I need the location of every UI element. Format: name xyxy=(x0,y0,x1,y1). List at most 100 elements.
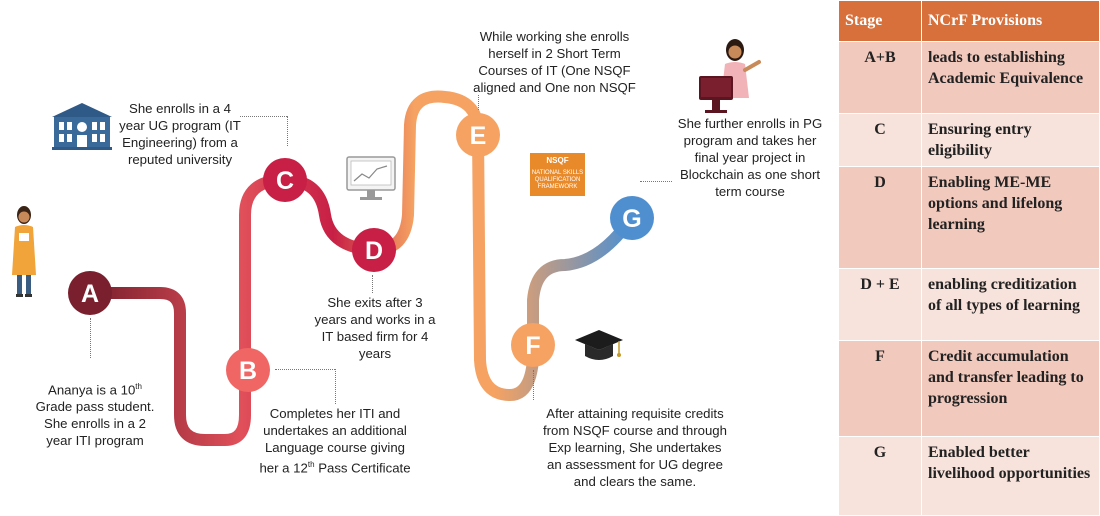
connector-c-h xyxy=(240,116,287,117)
caption-b: Completes her ITI and undertakes an addi… xyxy=(245,405,425,476)
caption-f-line3: Exp learning, She undertakes xyxy=(548,440,722,455)
caption-d-line3: IT based firm for 4 xyxy=(321,329,429,344)
caption-a: Ananya is a 10th Grade pass student. She… xyxy=(30,378,160,449)
row-stage: F xyxy=(838,340,922,437)
caption-c: She enrolls in a 4 year UG program (IT E… xyxy=(115,100,245,168)
nsqf-title: NSQF xyxy=(546,156,569,165)
node-circle xyxy=(263,158,307,202)
monitor-chart-icon xyxy=(346,156,396,200)
caption-d-line2: years and works in a xyxy=(314,312,436,327)
row-provision: Ensuring entry eligibility xyxy=(921,113,1100,167)
row-stage: G xyxy=(838,436,922,516)
nsqf-line-3: QUALIFICATION xyxy=(534,177,581,183)
caption-b-line4a: her a 12 xyxy=(259,460,308,476)
nsqf-line-4: FRAMEWORK xyxy=(537,184,578,190)
caption-f-line5: and clears the same. xyxy=(573,474,697,489)
node-a: A xyxy=(68,271,112,315)
row-stage: A+B xyxy=(838,41,922,114)
caption-a-line2: Grade pass student. xyxy=(35,399,155,415)
node-e: E xyxy=(456,113,500,157)
caption-g-line1: She further enrolls in PG xyxy=(677,116,823,131)
node-g: G xyxy=(610,196,654,240)
connector-b-h xyxy=(275,369,335,370)
university-building-icon xyxy=(52,103,112,150)
journey-path-diagram: A B C D E F G xyxy=(12,39,761,446)
row-provision: Credit accumulation and transfer leading… xyxy=(921,340,1100,437)
caption-e-line2: herself in 2 Short Term xyxy=(488,46,621,61)
ncrf-provisions-table: Stage NCrF Provisions A+B leads to estab… xyxy=(838,0,1100,516)
node-f: F xyxy=(511,323,555,367)
connector-g xyxy=(640,181,672,182)
caption-f-line1: After attaining requisite credits xyxy=(546,406,724,421)
caption-b-line2: undertakes an additional xyxy=(263,423,407,438)
connector-f xyxy=(533,370,534,400)
caption-f-line2: from NSQF course and through xyxy=(543,423,727,438)
student-girl-icon xyxy=(12,206,36,297)
caption-f: After attaining requisite credits from N… xyxy=(535,405,735,490)
row-provision: enabling creditization of all types of l… xyxy=(921,268,1100,341)
table-row: A+B leads to establishing Academic Equiv… xyxy=(838,41,1100,114)
node-letter: G xyxy=(622,205,641,233)
connector-a xyxy=(90,318,91,358)
caption-g-line2: program and takes her xyxy=(683,133,817,148)
table-row: D Enabling ME-ME options and lifelong le… xyxy=(838,166,1100,269)
connector-c-v xyxy=(287,116,288,146)
connector-d xyxy=(372,275,373,293)
caption-b-sup: th xyxy=(307,460,315,469)
caption-a-line4: year ITI program xyxy=(46,433,144,449)
table-row: G Enabled better livelihood opportunitie… xyxy=(838,436,1100,516)
teacher-woman-icon xyxy=(699,39,761,113)
nsqf-line-2: NATIONAL SKILLS xyxy=(531,170,584,176)
row-provision: Enabled better livelihood opportunities xyxy=(921,436,1100,516)
caption-e: While working she enrolls herself in 2 S… xyxy=(462,28,647,96)
caption-d: She exits after 3 years and works in a I… xyxy=(305,294,445,362)
node-circle xyxy=(226,348,270,392)
caption-c-line3: Engineering) from a xyxy=(122,135,238,150)
node-b: B xyxy=(226,348,270,392)
node-letter: D xyxy=(365,237,383,265)
node-circle xyxy=(456,113,500,157)
node-d: D xyxy=(352,228,396,272)
caption-g-line4: Blockchain as one short xyxy=(679,167,820,182)
caption-e-line3: Courses of IT (One NSQF xyxy=(478,63,631,78)
caption-g-line5: term course xyxy=(715,184,785,199)
row-stage: D xyxy=(838,166,922,269)
header-stage: Stage xyxy=(838,0,922,42)
graduation-cap-icon xyxy=(575,330,623,360)
caption-b-line4b: Pass Certificate xyxy=(314,460,411,476)
table-header-row: Stage NCrF Provisions xyxy=(838,0,1100,42)
caption-d-line4: years xyxy=(358,346,392,361)
caption-g: She further enrolls in PG program and ta… xyxy=(665,115,835,200)
table-row: D + E enabling creditization of all type… xyxy=(838,268,1100,341)
caption-b-line3: Language course giving xyxy=(264,440,406,455)
node-c: C xyxy=(263,158,307,202)
node-circle xyxy=(511,323,555,367)
node-letter: E xyxy=(470,122,487,150)
caption-c-line1: She enrolls in a 4 xyxy=(129,101,231,116)
node-circle xyxy=(352,228,396,272)
caption-d-line1: She exits after 3 xyxy=(327,295,423,310)
caption-c-line4: reputed university xyxy=(127,152,233,167)
row-stage: D + E xyxy=(838,268,922,341)
connector-e xyxy=(478,95,479,110)
caption-e-line1: While working she enrolls xyxy=(479,29,630,44)
caption-b-line1: Completes her ITI and xyxy=(269,406,401,421)
node-circle xyxy=(68,271,112,315)
connector-b-v xyxy=(335,369,336,404)
node-letter: C xyxy=(276,167,294,195)
caption-g-line3: final year project in xyxy=(694,150,806,165)
caption-a-line3: She enrolls in a 2 xyxy=(44,416,146,432)
caption-c-line2: year UG program (IT xyxy=(119,118,241,133)
node-letter: F xyxy=(525,332,540,360)
table-row: C Ensuring entry eligibility xyxy=(838,113,1100,167)
caption-f-line4: an assessment for UG degree xyxy=(547,457,723,472)
caption-a-sup: th xyxy=(135,382,142,391)
row-provision: Enabling ME-ME options and lifelong lear… xyxy=(921,166,1100,269)
node-circle xyxy=(610,196,654,240)
row-stage: C xyxy=(838,113,922,167)
node-letter: A xyxy=(81,280,99,308)
caption-e-line4: aligned and One non NSQF xyxy=(473,80,636,95)
row-provision: leads to establishing Academic Equivalen… xyxy=(921,41,1100,114)
caption-a-line1: Ananya is a 10 xyxy=(48,382,136,398)
node-letter: B xyxy=(239,357,257,385)
